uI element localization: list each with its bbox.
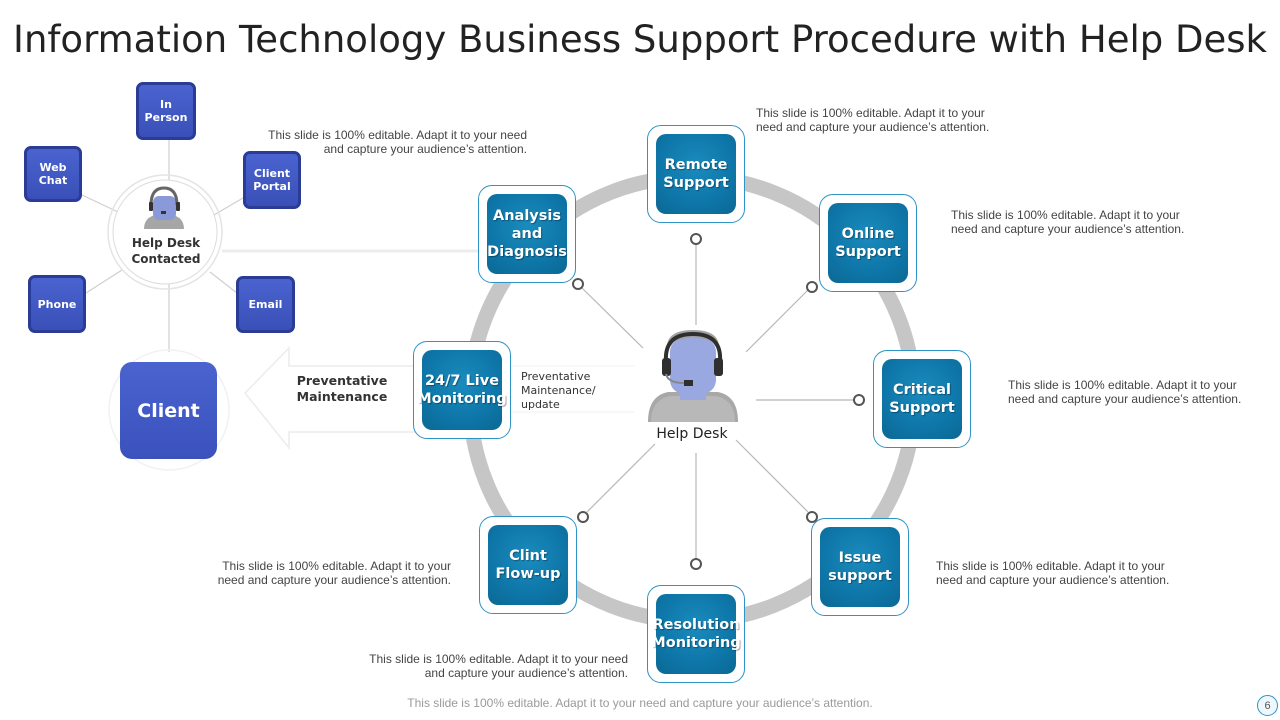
channel-web-chat[interactable]: Web Chat xyxy=(24,146,82,202)
node-resolution-monitoring[interactable]: Resolution Monitoring xyxy=(647,585,745,683)
spokes xyxy=(581,245,853,558)
help-desk-contacted-label: Help Desk Contacted xyxy=(131,236,201,266)
channel-email[interactable]: Email xyxy=(236,276,295,333)
headset-agent-icon-small xyxy=(144,186,184,229)
dot-clint xyxy=(577,511,589,523)
desc-online: This slide is 100% editable. Adapt it to… xyxy=(951,208,1185,236)
spoke-dots xyxy=(572,233,865,570)
client-box[interactable]: Client xyxy=(120,362,217,459)
client-halo xyxy=(108,349,230,471)
desc-analysis: This slide is 100% editable. Adapt it to… xyxy=(268,128,527,156)
dot-issue xyxy=(806,511,818,523)
desc-critical: This slide is 100% editable. Adapt it to… xyxy=(1008,378,1242,406)
dot-remote xyxy=(690,233,702,245)
node-analysis-diagnosis[interactable]: Analysis and Diagnosis xyxy=(478,185,576,283)
desc-issue: This slide is 100% editable. Adapt it to… xyxy=(936,559,1170,587)
node-issue-support[interactable]: Issue support xyxy=(811,518,909,616)
headset-agent-icon xyxy=(648,330,738,422)
spoke-analysis xyxy=(581,287,644,349)
arrow-label-preventative-maintenance: Preventative Maintenance xyxy=(296,373,388,404)
channel-in-person[interactable]: In Person xyxy=(136,82,196,140)
desc-clint: This slide is 100% editable. Adapt it to… xyxy=(217,559,451,587)
dot-analysis xyxy=(572,278,584,290)
channel-client-portal[interactable]: Client Portal xyxy=(243,151,301,209)
slide-title: Information Technology Business Support … xyxy=(13,18,1267,61)
preventative-update-label: Preventative Maintenance/ update xyxy=(521,370,596,411)
node-online-support[interactable]: Online Support xyxy=(819,194,917,292)
page-number: 6 xyxy=(1257,695,1278,716)
dot-critical xyxy=(853,394,865,406)
node-critical-support[interactable]: Critical Support xyxy=(873,350,971,448)
contacted-ring-inner xyxy=(112,179,218,285)
dot-resolution xyxy=(690,558,702,570)
node-clint-flow-up[interactable]: Clint Flow-up xyxy=(479,516,577,614)
contacted-ring-outer xyxy=(107,174,223,290)
node-live-monitoring[interactable]: 24/7 Live Monitoring xyxy=(413,341,511,439)
dot-online xyxy=(806,281,818,293)
spoke-clint xyxy=(586,443,656,513)
node-remote-support[interactable]: Remote Support xyxy=(647,125,745,223)
desc-remote: This slide is 100% editable. Adapt it to… xyxy=(756,106,990,134)
help-desk-label: Help Desk xyxy=(656,426,728,442)
channel-phone[interactable]: Phone xyxy=(28,275,86,333)
footer-note: This slide is 100% editable. Adapt it to… xyxy=(407,696,873,710)
desc-resolution: This slide is 100% editable. Adapt it to… xyxy=(369,652,628,680)
spoke-online xyxy=(745,289,809,353)
spoke-issue xyxy=(735,439,809,513)
